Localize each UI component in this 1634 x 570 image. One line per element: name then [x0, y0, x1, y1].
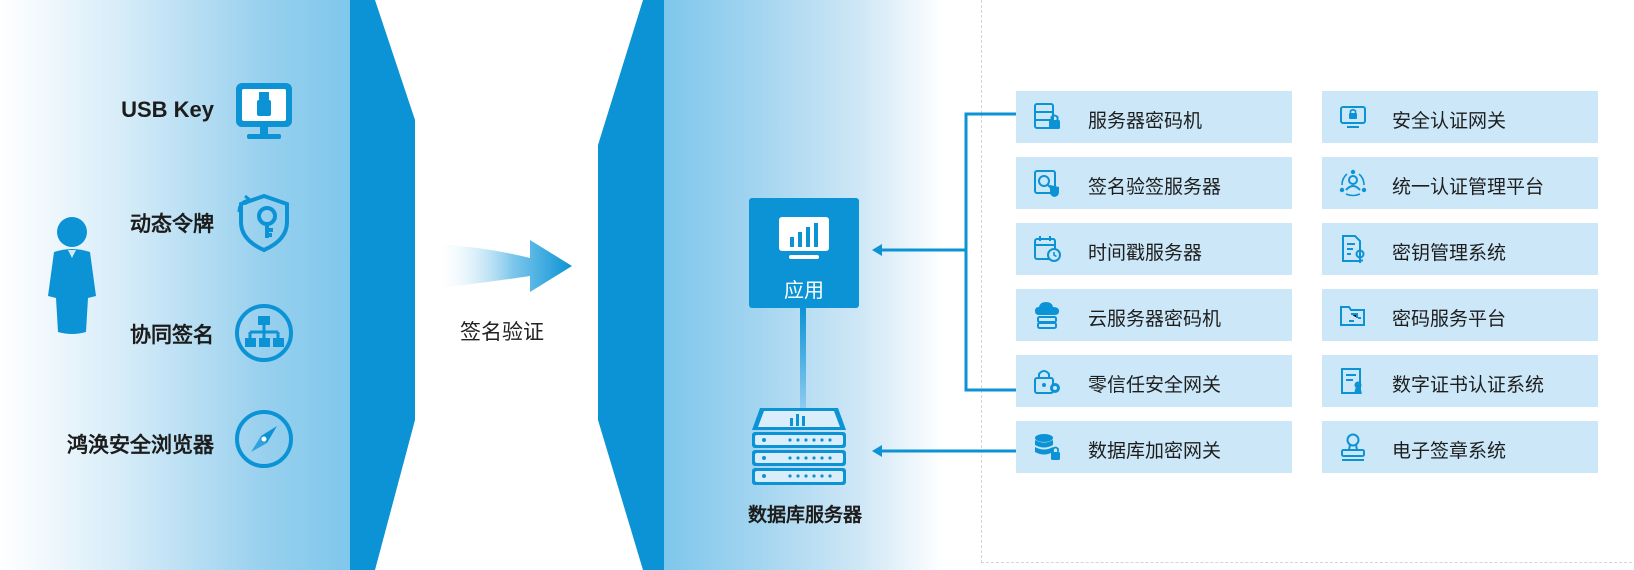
service-label-server-lock: 服务器密码机 — [1088, 110, 1203, 132]
key-management-icon — [1342, 235, 1365, 263]
service-cell-security-gateway — [1322, 91, 1598, 143]
service-label-unified-auth: 统一认证管理平台 — [1392, 176, 1545, 198]
zero-trust-gateway-icon — [1034, 370, 1060, 394]
app-db-connector — [800, 308, 806, 408]
service-cell-certificate — [1322, 355, 1598, 407]
service-cell-timestamp — [1016, 223, 1292, 275]
signature-verify-icon — [1034, 170, 1059, 197]
flow-label: 签名验证 — [460, 320, 544, 344]
signature-flow-arrow — [440, 240, 572, 292]
database-encryption-icon — [1035, 434, 1060, 460]
service-cell-server-lock — [1016, 91, 1292, 143]
left-panel-wedge — [350, 0, 415, 570]
secure-browser-icon — [235, 410, 293, 468]
auth-label-collaborative-signature: 协同签名 — [130, 323, 214, 347]
service-label-timestamp: 时间戳服务器 — [1088, 242, 1203, 264]
certificate-icon — [1341, 368, 1362, 394]
service-cell-zero-trust-gateway — [1016, 355, 1292, 407]
dynamic-token-icon — [237, 193, 289, 253]
application-monitor-icon — [779, 217, 829, 259]
service-cell-database-encryption — [1016, 421, 1292, 473]
timestamp-icon — [1034, 236, 1061, 262]
service-label-security-gateway: 安全认证网关 — [1392, 110, 1507, 132]
service-label-certificate: 数字证书认证系统 — [1392, 374, 1545, 396]
collaborative-signature-icon — [235, 304, 293, 362]
service-cell-cloud-server — [1016, 289, 1292, 341]
service-cell-unified-auth — [1322, 157, 1598, 209]
database-server-label: 数据库服务器 — [747, 504, 862, 526]
user-icon — [48, 217, 96, 334]
service-label-key-management: 密钥管理系统 — [1392, 242, 1507, 264]
security-gateway-icon — [1340, 106, 1366, 128]
e-seal-icon — [1341, 433, 1365, 461]
usb-key-icon — [236, 83, 292, 139]
server-lock-icon — [1034, 103, 1060, 129]
auth-label-dynamic-token: 动态令牌 — [130, 212, 214, 236]
service-cell-signature-verify — [1016, 157, 1292, 209]
application-box — [749, 198, 859, 308]
auth-label-usb-key: USB Key — [121, 97, 214, 122]
database-server-icon — [752, 408, 846, 485]
service-label-zero-trust-gateway: 零信任安全网关 — [1088, 374, 1222, 396]
cloud-server-icon — [1035, 302, 1059, 329]
middle-panel-wedge — [598, 0, 664, 570]
service-cell-key-management — [1322, 223, 1598, 275]
services-region-border — [981, 0, 1634, 563]
service-label-cloud-server: 云服务器密码机 — [1088, 308, 1222, 330]
service-label-signature-verify: 签名验签服务器 — [1088, 176, 1222, 198]
service-cell-e-seal — [1322, 421, 1598, 473]
unified-auth-icon — [1339, 169, 1367, 197]
service-label-e-seal: 电子签章系统 — [1392, 440, 1507, 462]
application-label: 应用 — [784, 278, 824, 302]
service-label-database-encryption: 数据库加密网关 — [1088, 440, 1222, 462]
service-label-crypto-service: 密码服务平台 — [1392, 308, 1507, 330]
crypto-service-icon — [1340, 306, 1365, 326]
auth-label-secure-browser: 鸿涣安全浏览器 — [67, 433, 214, 457]
service-connector-lines — [872, 112, 1016, 457]
service-cell-crypto-service — [1322, 289, 1598, 341]
